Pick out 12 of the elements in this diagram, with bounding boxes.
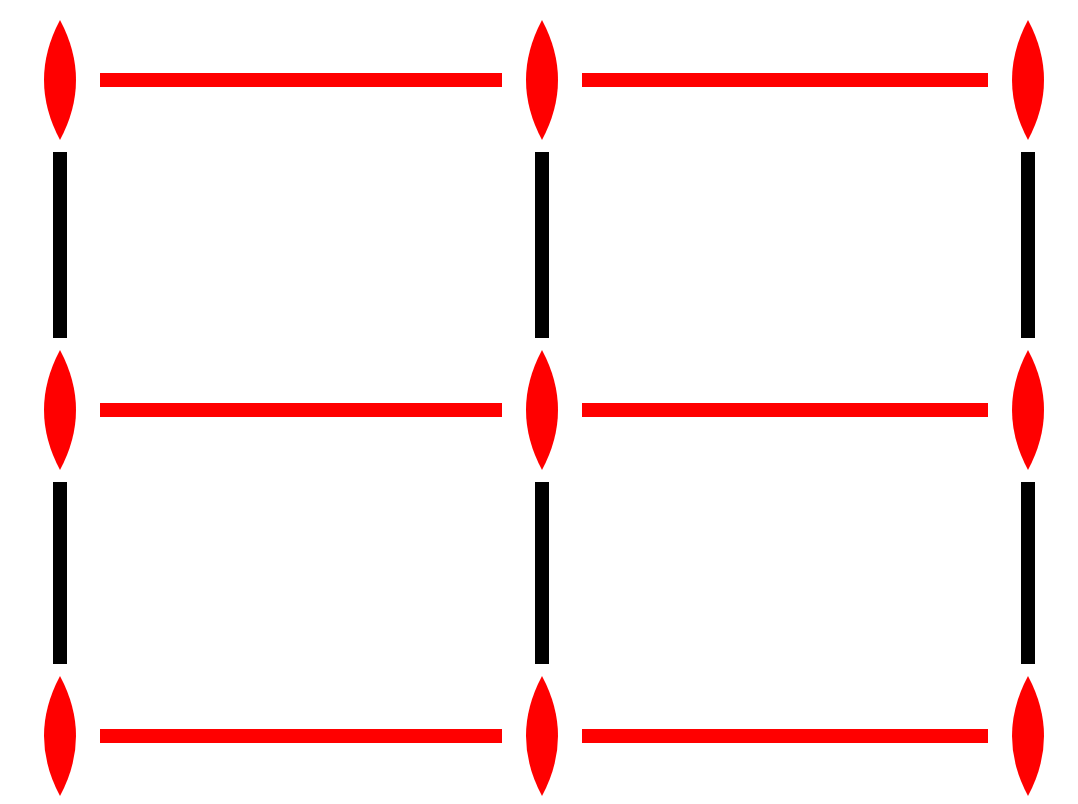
connector-line (582, 73, 988, 87)
connector-line (100, 729, 502, 743)
connector-line (535, 152, 549, 338)
connector-line (53, 152, 67, 338)
connector-line (1021, 482, 1035, 664)
connector-line (100, 73, 502, 87)
connector-line (582, 729, 988, 743)
connector-line (535, 482, 549, 664)
connector-line (53, 482, 67, 664)
connector-line (582, 403, 988, 417)
connector-line (1021, 152, 1035, 338)
connector-line (100, 403, 502, 417)
